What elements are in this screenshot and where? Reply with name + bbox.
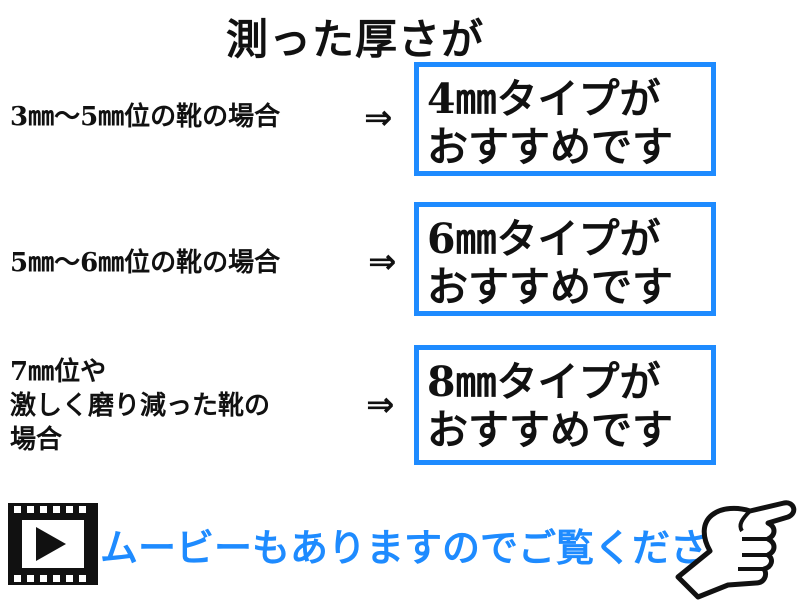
film-play-icon [8,503,98,585]
movie-link[interactable]: ムービーもありますのでご覧ください [0,495,800,600]
recommendation-box: 8㎜タイプが おすすめです [414,345,716,465]
thickness-condition: 3㎜～5㎜位の靴の場合 [10,102,281,132]
thickness-condition: 5㎜～6㎜位の靴の場合 [10,248,281,278]
recommendation-box: 6㎜タイプが おすすめです [414,202,716,316]
pointing-hand-icon [675,500,797,600]
arrow-icon: ⇒ [366,385,395,425]
thickness-condition: 7㎜位や 激しく磨り減った靴の 場合 [10,357,271,455]
arrow-icon: ⇒ [368,242,397,282]
arrow-icon: ⇒ [364,98,393,138]
page-title: 測った厚さが [225,15,484,64]
recommendation-box: 4㎜タイプが おすすめです [414,62,716,176]
movie-link-text[interactable]: ムービーもありますのでご覧ください [100,526,747,570]
